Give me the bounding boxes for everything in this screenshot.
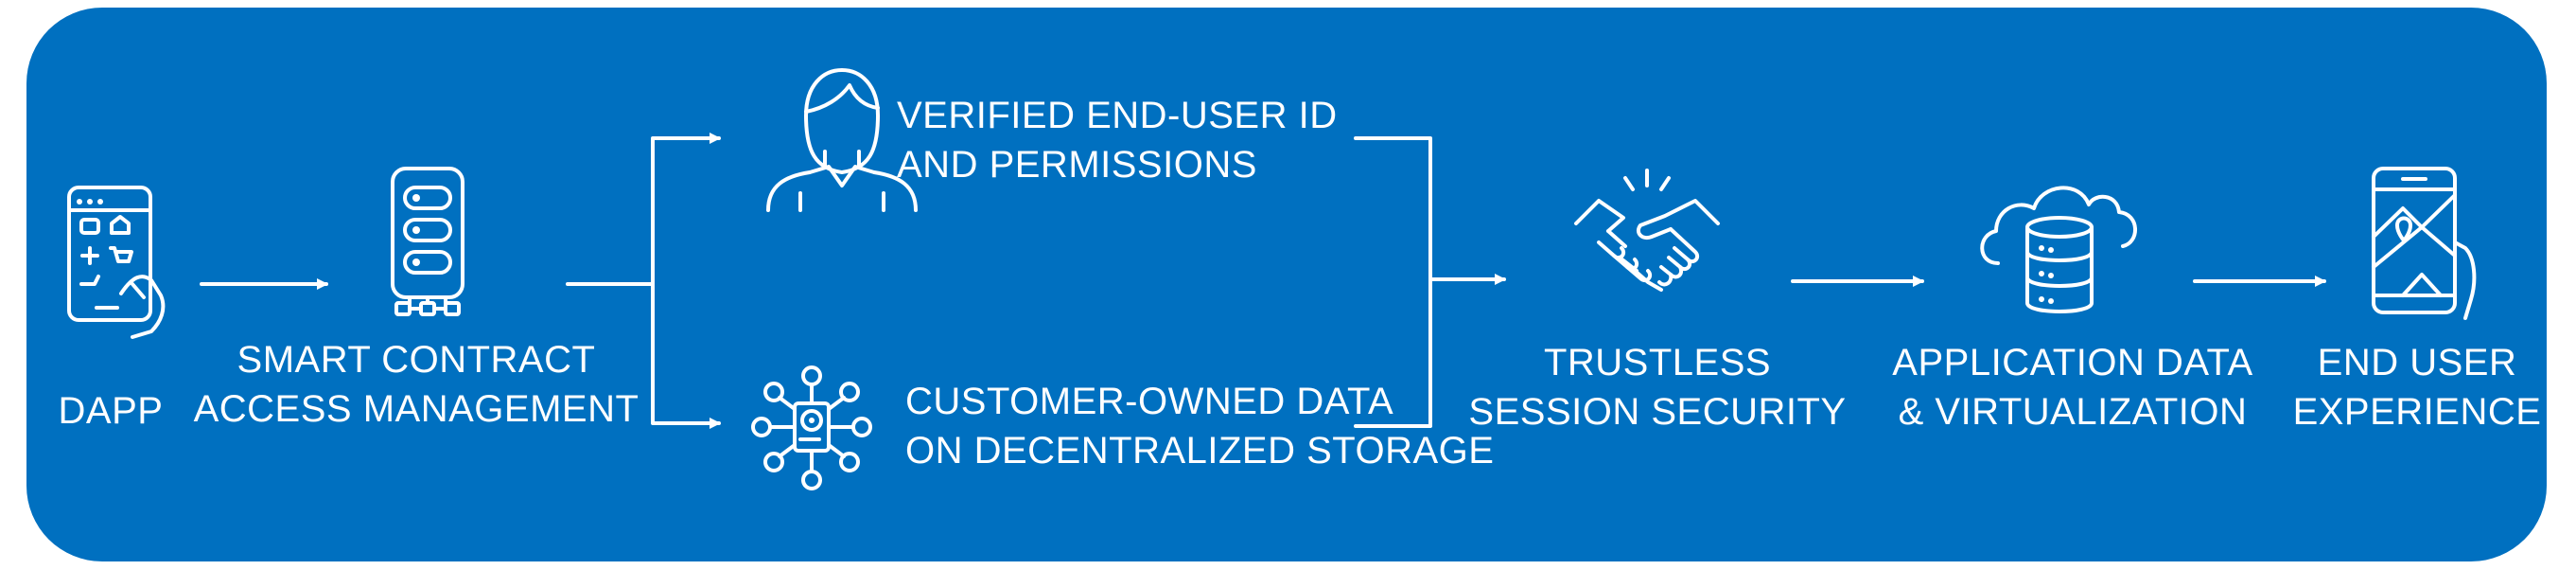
smart-contract-line1: SMART CONTRACT <box>237 339 596 381</box>
node-dapp-label: DAPP <box>59 386 164 436</box>
node-verified-id-label: VERIFIED END-USER ID AND PERMISSIONS <box>897 91 1338 189</box>
mobile-app-icon <box>67 186 166 339</box>
mobile-map-icon <box>2372 167 2477 320</box>
end-user-line2: EXPERIENCE <box>2292 391 2542 433</box>
verified-id-line1: VERIFIED END-USER ID <box>897 95 1338 136</box>
customer-data-line2: ON DECENTRALIZED STORAGE <box>905 430 1495 472</box>
node-customer-data-label: CUSTOMER-OWNED DATA ON DECENTRALIZED STO… <box>905 377 1494 475</box>
verified-id-line2: AND PERMISSIONS <box>897 144 1257 186</box>
node-smart-contract-label: SMART CONTRACT ACCESS MANAGEMENT <box>194 335 640 434</box>
trustless-line1: TRUSTLESS <box>1543 342 1772 383</box>
end-user-line1: END USER <box>2317 342 2517 383</box>
connector-contract-branch <box>566 133 721 429</box>
server-rack-icon <box>391 167 464 316</box>
hard-drive-network-icon <box>751 365 872 490</box>
node-application-data-label: APPLICATION DATA & VIRTUALIZATION <box>1892 338 2252 436</box>
cloud-database-icon <box>1980 186 2137 313</box>
node-trustless-label: TRUSTLESS SESSION SECURITY <box>1468 338 1846 436</box>
application-data-line1: APPLICATION DATA <box>1892 342 2253 383</box>
handshake-icon <box>1574 169 1720 292</box>
connector-merge-to-trustless <box>1354 136 1506 428</box>
trustless-line2: SESSION SECURITY <box>1468 391 1847 433</box>
smart-contract-line2: ACCESS MANAGEMENT <box>193 388 640 430</box>
node-end-user-label: END USER EXPERIENCE <box>2293 338 2542 436</box>
diagram-panel <box>26 8 2547 561</box>
user-avatar-icon <box>766 68 918 212</box>
application-data-line2: & VIRTUALIZATION <box>1898 391 2248 433</box>
customer-data-line1: CUSTOMER-OWNED DATA <box>905 381 1394 422</box>
dapp-title: DAPP <box>58 390 164 432</box>
